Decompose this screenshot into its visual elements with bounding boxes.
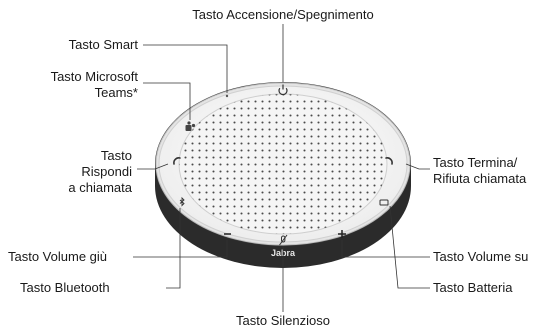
leader-lines (133, 24, 430, 312)
label-volume-down: Tasto Volume giù (8, 249, 108, 264)
label-teams: Tasto Microsoft Teams* (10, 69, 138, 101)
bluetooth-icon[interactable] (179, 196, 185, 207)
power-icon[interactable] (278, 84, 288, 96)
label-teams-line1: Tasto Microsoft (50, 69, 138, 84)
label-teams-line2: Teams* (94, 85, 138, 100)
phone-end-icon[interactable] (385, 157, 393, 165)
label-bluetooth: Tasto Bluetooth (20, 280, 110, 295)
label-smart: Tasto Smart (68, 37, 138, 52)
brand-logo: Jabra (271, 248, 296, 258)
label-volume-up: Tasto Volume su (433, 249, 529, 264)
speaker-grille (178, 93, 388, 235)
smart-button[interactable] (225, 94, 229, 98)
label-answer-line3: a chiamata (68, 180, 132, 195)
label-mute: Tasto Silenzioso (236, 313, 330, 328)
label-end-line2: Rifiuta chiamata (433, 171, 527, 186)
label-power: Tasto Accensione/Spegnimento (192, 7, 374, 22)
label-answer: Tasto Rispondi a chiamata (40, 148, 132, 196)
label-battery: Tasto Batteria (433, 280, 513, 295)
plus-icon[interactable] (338, 230, 346, 238)
phone-answer-icon[interactable] (173, 157, 181, 165)
label-end: Tasto Termina/ Rifiuta chiamata (433, 155, 551, 187)
battery-icon[interactable] (379, 199, 389, 206)
label-end-line1: Tasto Termina/ (433, 155, 518, 170)
teams-icon[interactable] (185, 121, 196, 131)
label-answer-line1: Tasto (100, 148, 132, 163)
mic-mute-icon[interactable] (279, 234, 288, 246)
label-answer-line2: Rispondi (81, 164, 132, 179)
